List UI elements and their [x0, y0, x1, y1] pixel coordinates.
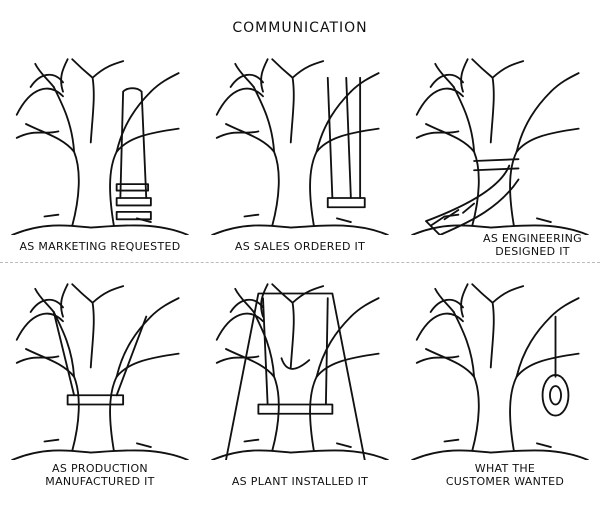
cut-tree-with-propped-swing-illustration	[211, 283, 389, 460]
panel-engineering	[400, 50, 600, 235]
tree-with-swing-tied-to-trunk-illustration	[211, 58, 389, 235]
caption-marketing: AS MARKETING REQUESTED	[19, 240, 181, 253]
panel-customer	[400, 275, 600, 460]
tree-with-tire-swing-illustration	[411, 283, 589, 460]
caption-sales: AS SALES ORDERED IT	[234, 240, 366, 253]
caption-engineering: AS ENGINEERING DESIGNED IT	[483, 232, 582, 258]
tree-with-swing-around-trunk-illustration	[11, 283, 189, 460]
panel-production	[0, 275, 200, 460]
panel-plant	[200, 275, 400, 460]
caption-production: AS PRODUCTION MANUFACTURED IT	[45, 462, 155, 488]
page-title: COMMUNICATION	[232, 20, 368, 36]
panel-sales	[200, 50, 400, 235]
panel-marketing	[0, 50, 200, 235]
caption-customer: WHAT THE CUSTOMER WANTED	[445, 462, 565, 488]
row-divider	[0, 262, 600, 263]
tree-with-three-board-swing-illustration	[11, 58, 189, 235]
tree-with-rollercoaster-seat-illustration	[411, 58, 589, 235]
caption-plant: AS PLANT INSTALLED IT	[231, 475, 369, 488]
